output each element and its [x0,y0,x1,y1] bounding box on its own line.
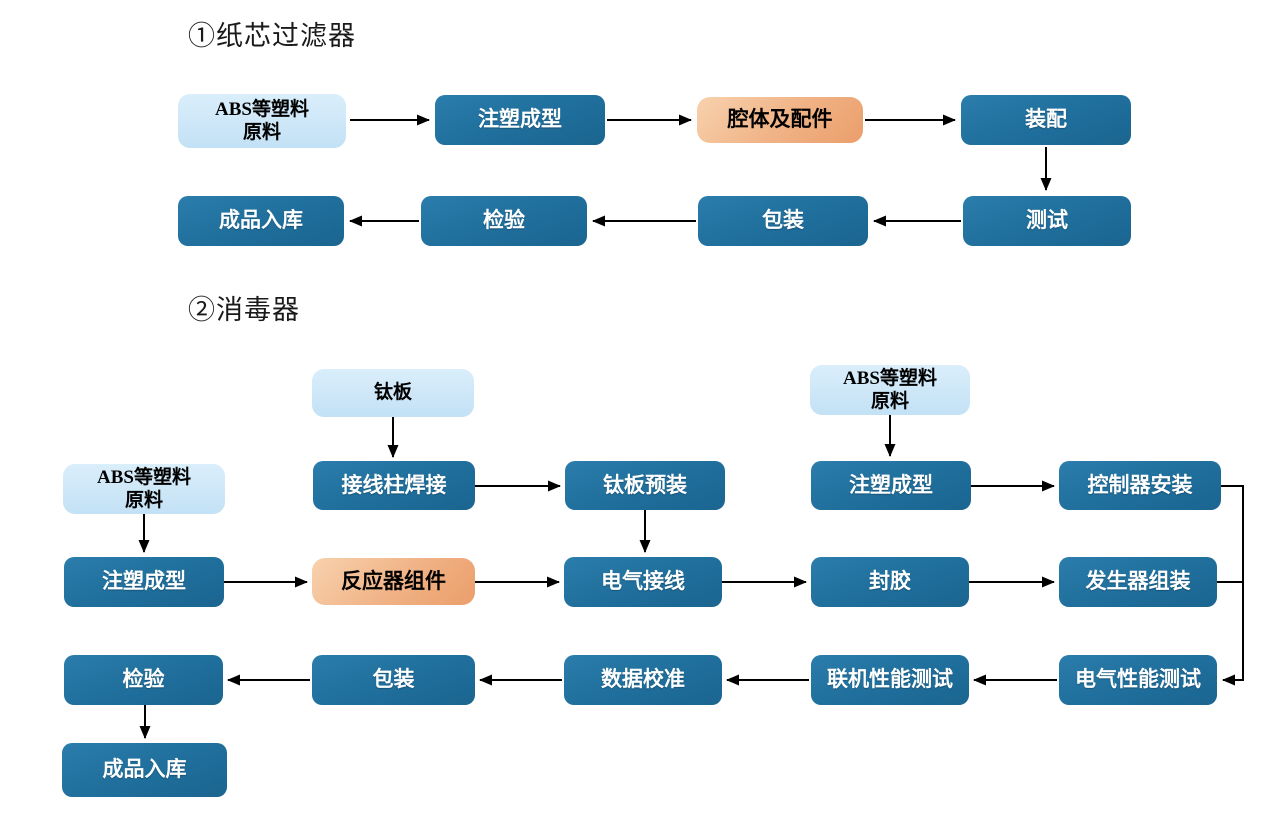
flow-node-s1-packaging: 包装 [698,196,868,246]
section-title-sterilizer: ②消毒器 [188,295,300,325]
flow-edge-s2-controller-installation-to-s2-electrical-performance-test [1221,485,1244,686]
flow-node-s1-finished-goods-warehouse: 成品入库 [178,196,344,246]
flow-node-s2-injection-molding-left: 注塑成型 [64,557,224,607]
flow-node-s1-cavity-and-fittings: 腔体及配件 [697,97,863,143]
flow-node-s1-inspection: 检验 [421,196,587,246]
flow-node-s1-abs-material: ABS等塑料 原料 [178,94,346,148]
flow-node-s2-inspection: 检验 [64,655,223,705]
flow-node-s2-packaging: 包装 [312,655,475,705]
flow-node-s2-abs-material-right: ABS等塑料 原料 [810,365,970,415]
flow-node-s1-assembly: 装配 [961,95,1131,145]
flow-node-s2-titanium-plate: 钛板 [312,369,474,417]
flow-node-s2-generator-assembly: 发生器组装 [1059,557,1217,607]
flow-node-s2-terminal-welding: 接线柱焊接 [313,461,475,510]
flow-node-s2-sealing: 封胶 [811,557,969,607]
section-title-paper-core-filter: ①纸芯过滤器 [188,21,356,51]
flow-node-s1-injection-molding: 注塑成型 [435,95,605,145]
flow-node-s2-finished-goods-warehouse: 成品入库 [62,743,227,797]
flow-node-s2-controller-installation: 控制器安装 [1059,461,1221,510]
flow-node-s2-abs-material-left: ABS等塑料 原料 [63,464,225,514]
flow-node-s2-data-calibration: 数据校准 [564,655,722,705]
flow-node-s2-reactor-assembly-part: 反应器组件 [312,558,475,605]
flow-node-s2-electrical-performance-test: 电气性能测试 [1059,655,1217,705]
flow-node-s1-testing: 测试 [963,196,1131,246]
flow-node-s2-injection-molding-right: 注塑成型 [811,461,971,510]
flow-node-s2-online-performance-test: 联机性能测试 [811,655,969,705]
flow-node-s2-electrical-wiring: 电气接线 [564,557,722,607]
flow-node-s2-titanium-preassembly: 钛板预装 [565,461,725,510]
